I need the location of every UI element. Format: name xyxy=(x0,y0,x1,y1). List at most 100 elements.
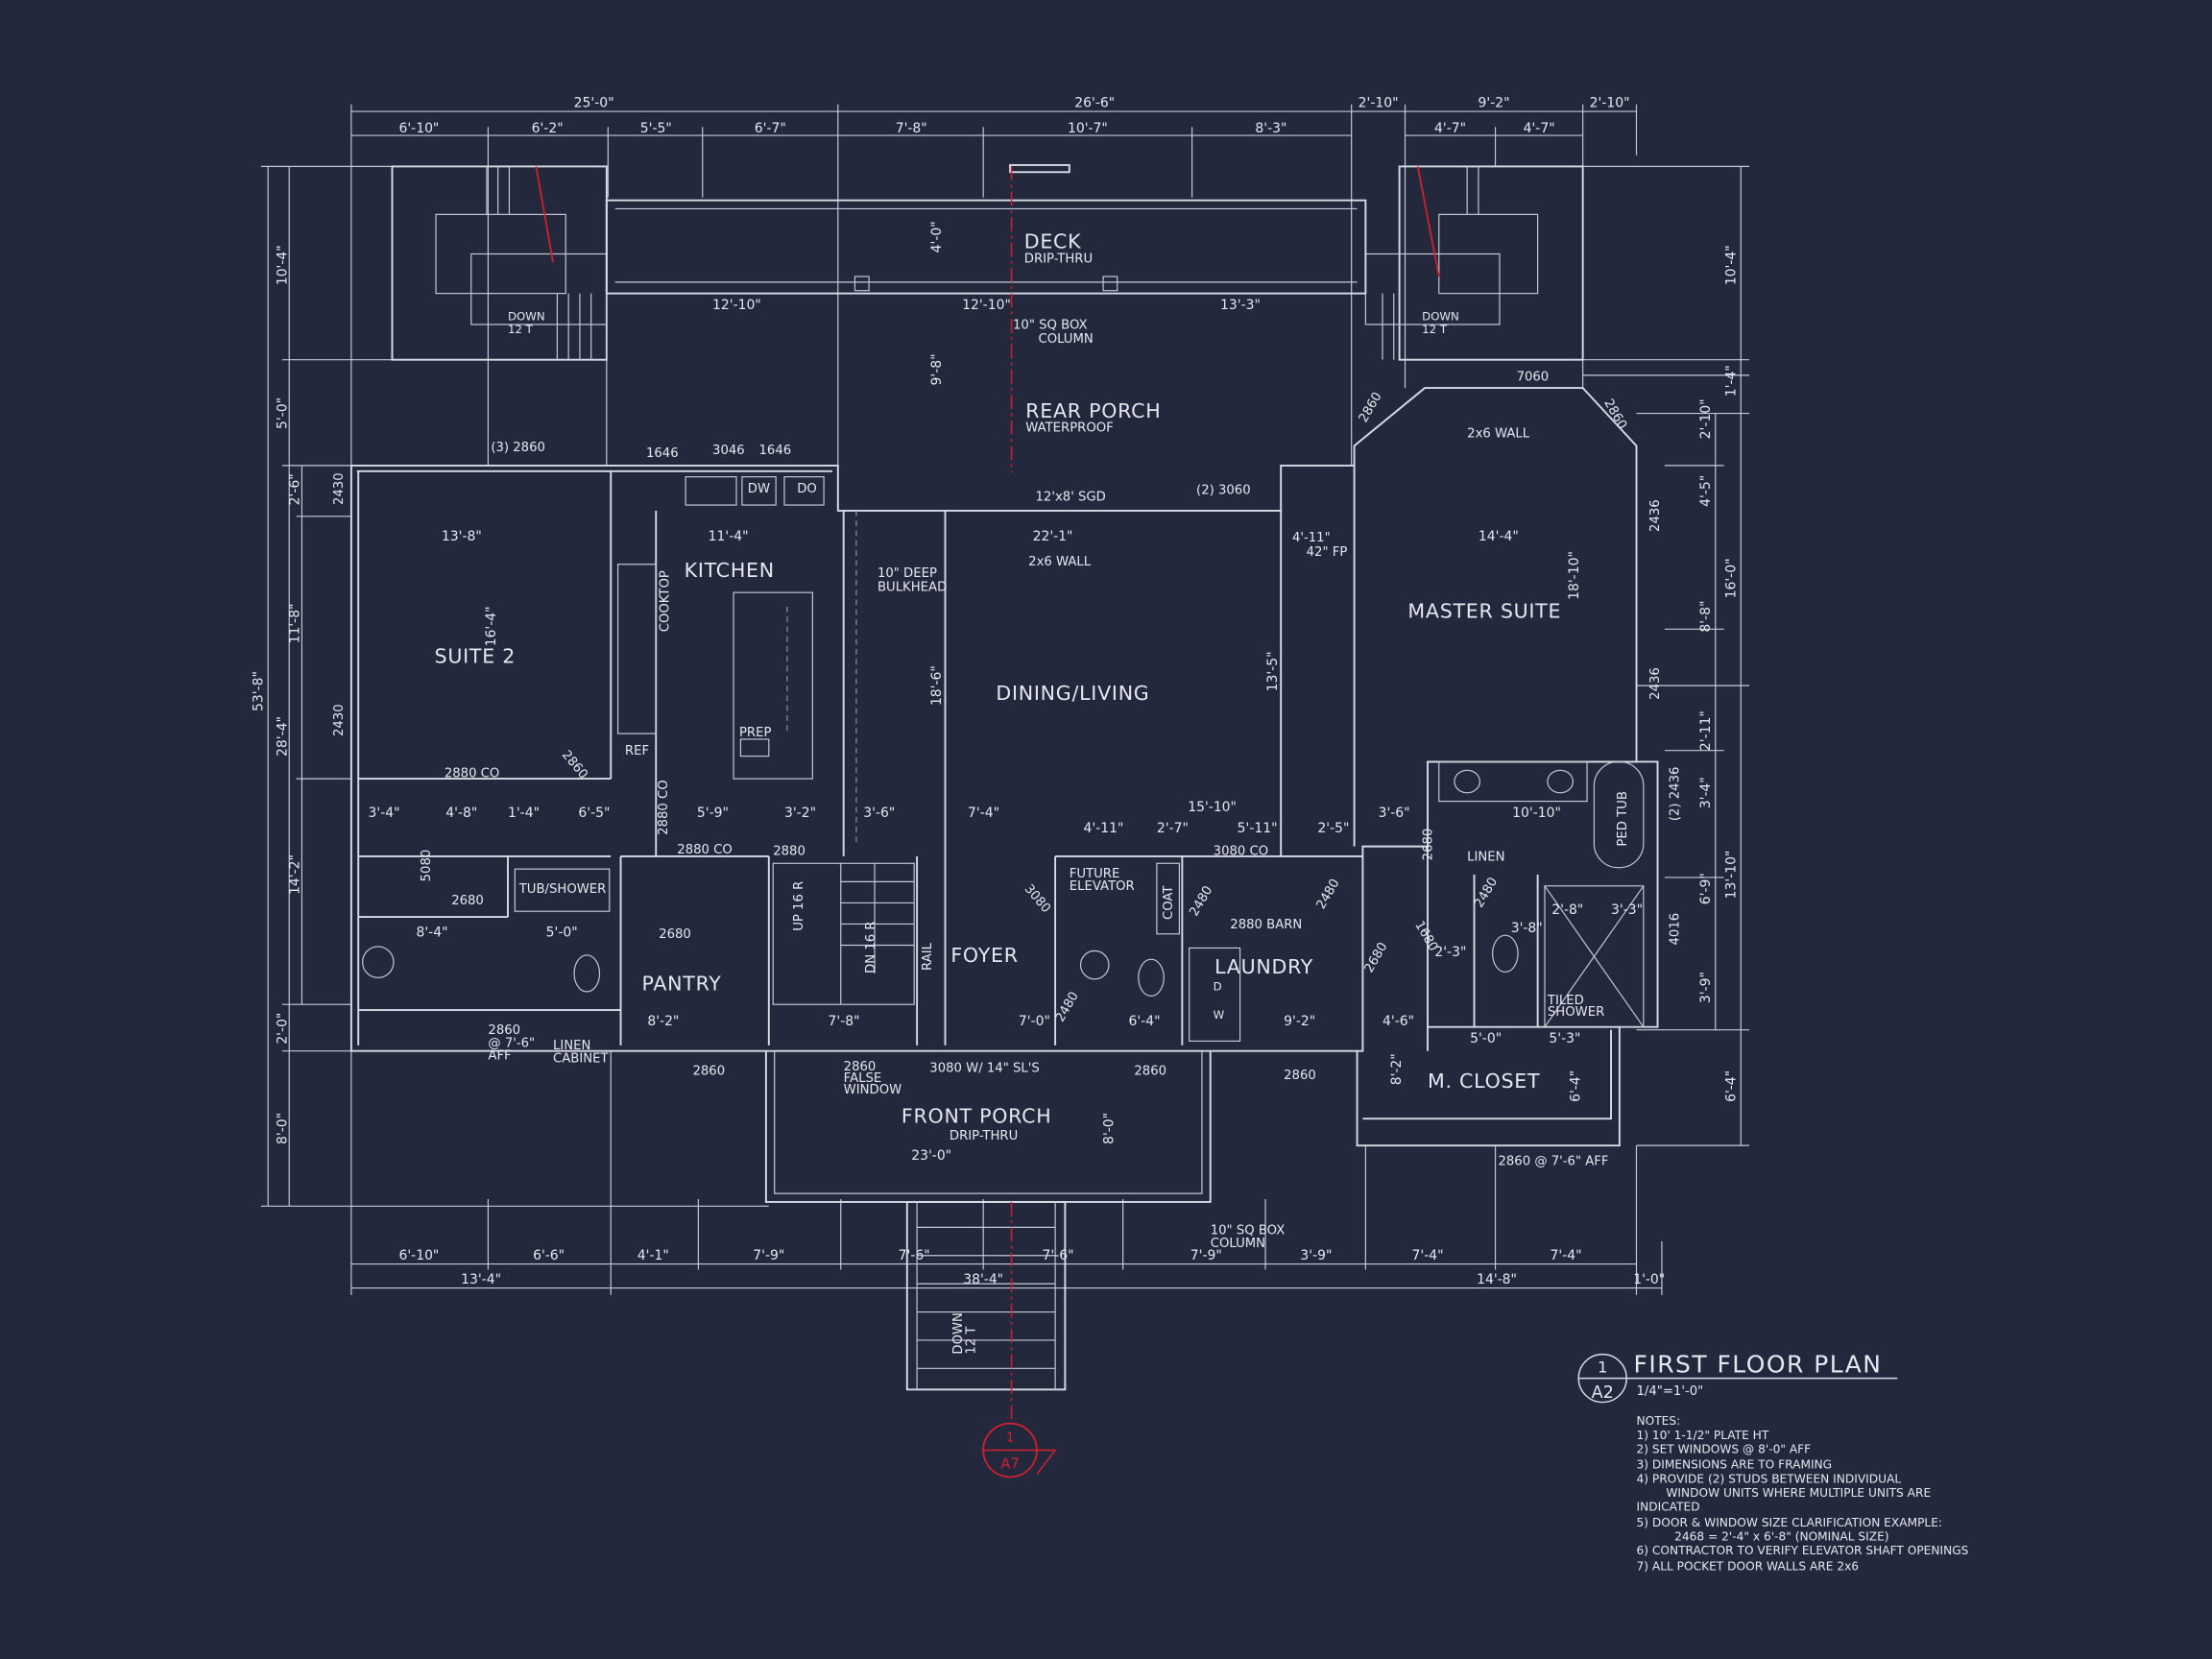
dim-label: 4'-8" xyxy=(445,805,477,821)
stair-treads-label: 12 T xyxy=(1422,323,1448,336)
note-item: INDICATED xyxy=(1636,1501,1699,1514)
dim-label: 22'-1" xyxy=(1033,529,1073,544)
dim-label: 8'-2" xyxy=(647,1014,679,1029)
section-number: 1 xyxy=(1006,1431,1014,1446)
dim-label: 3'-4" xyxy=(369,805,400,821)
door-tag: 2880 CO xyxy=(677,843,732,857)
left-dimensions: 53'-8" 10'-4" 5'-0" 28'-4" 2'-0" 8'-0" 2… xyxy=(251,165,769,1207)
dim-label: 11'-4" xyxy=(709,529,749,544)
dim-label: 4'-1" xyxy=(637,1248,669,1263)
dryer-label: D xyxy=(1214,980,1222,994)
door-tag: 12'x8' SGD xyxy=(1036,491,1106,505)
dim-label: 8'-4" xyxy=(416,926,447,941)
dim-label: 12'-10" xyxy=(962,298,1011,313)
dim-label: 3'-6" xyxy=(863,805,895,821)
bulkhead-note: 10" DEEP xyxy=(878,566,937,581)
window-tag: 1646 xyxy=(759,444,792,458)
dim-label: 7'-4" xyxy=(1551,1248,1582,1263)
door-tag: 2880 xyxy=(773,844,805,858)
note-item: 1) 10' 1-1/2" PLATE HT xyxy=(1636,1429,1768,1442)
dim-label: 8'-3" xyxy=(1255,121,1286,136)
door-tag: 3080 CO xyxy=(1214,844,1268,858)
note-item: 7) ALL POCKET DOOR WALLS ARE 2x6 xyxy=(1636,1559,1859,1573)
window-tag: 2436 xyxy=(1648,499,1663,532)
dim-label: 9'-2" xyxy=(1284,1014,1315,1029)
rear-stairs-right: DOWN 12 T xyxy=(1364,165,1584,361)
dim-label: 5'-5" xyxy=(640,121,672,136)
door-tag: 2880 CO xyxy=(657,780,671,834)
dim-label: 2'-11" xyxy=(1698,710,1714,751)
tub-shower-label: TUB/SHOWER xyxy=(518,882,607,897)
room-pantry: PANTRY xyxy=(642,973,722,996)
room-suite-2: SUITE 2 xyxy=(435,645,516,668)
dim-label: 6'-6" xyxy=(533,1248,565,1263)
dim-label: 3'-9" xyxy=(1300,1248,1332,1263)
dim-label: 7'-4" xyxy=(1412,1248,1444,1263)
linen-label: LINEN xyxy=(1467,850,1504,864)
dim-label: 4'-7" xyxy=(1434,121,1466,136)
dim-label: 3'-3" xyxy=(1611,902,1643,918)
dim-label: 10'-4" xyxy=(1723,245,1739,285)
window-tag: 4016 xyxy=(1669,913,1683,946)
shower-label: SHOWER xyxy=(1548,1005,1604,1020)
window-tag: (2) 3060 xyxy=(1196,483,1251,497)
room-rear-porch: REAR PORCH xyxy=(1025,399,1161,422)
fireplace-dim: 4'-11" xyxy=(1292,531,1331,545)
room-deck-sub: DRIP-THRU xyxy=(1024,252,1093,266)
dim-label: 5'-3" xyxy=(1549,1031,1580,1046)
dim-label: 14'-4" xyxy=(1479,529,1519,544)
dim-label: 14'-2" xyxy=(288,854,303,895)
prep-sink-label: PREP xyxy=(739,726,772,740)
window-tag: 2860 xyxy=(488,1023,520,1038)
dim-label: 13'-3" xyxy=(1220,298,1261,313)
note-item: 3) DIMENSIONS ARE TO FRAMING xyxy=(1636,1458,1832,1472)
wall-note: 2x6 WALL xyxy=(1467,427,1530,442)
room-kitchen: KITCHEN xyxy=(685,559,775,582)
window-tag: (3) 2860 xyxy=(491,441,545,455)
dim-label: 8'-8" xyxy=(1698,601,1714,633)
title-block: 1 A2 FIRST FLOOR PLAN 1/4"=1'-0" NOTES: … xyxy=(1577,1351,1969,1573)
window-tag: 1646 xyxy=(646,446,679,461)
dim-label: 16'-4" xyxy=(484,606,499,646)
interior-walls xyxy=(358,465,1620,1051)
dim-label: 6'-4" xyxy=(1723,1070,1739,1102)
dim-label: 6'-4" xyxy=(1129,1014,1161,1029)
dim-label: 7'-0" xyxy=(1019,1014,1050,1029)
dim-label: 10'-4" xyxy=(275,245,290,285)
coat-closet-label: COAT xyxy=(1162,885,1176,920)
dim-label: 7'-4" xyxy=(968,805,999,821)
double-oven-label: DO xyxy=(797,482,817,496)
stair-down-label: DOWN xyxy=(951,1312,966,1355)
dim-label: 53'-8" xyxy=(251,671,266,711)
door-tag: 2880 CO xyxy=(445,767,499,781)
linen-label: LINEN xyxy=(553,1039,590,1053)
drawing-title: FIRST FLOOR PLAN xyxy=(1634,1351,1883,1379)
note-item: 2468 = 2'-4" x 6'-8" (NOMINAL SIZE) xyxy=(1674,1530,1888,1544)
stair-down-label: DOWN xyxy=(1422,310,1459,324)
window-tag: WINDOW xyxy=(844,1083,902,1097)
column-note: COLUMN xyxy=(1211,1237,1265,1251)
dim-label: 4'-0" xyxy=(929,221,945,252)
dim-label: 3'-9" xyxy=(1698,972,1714,1003)
elevator-label: ELEVATOR xyxy=(1070,879,1135,894)
dim-label: 18'-10" xyxy=(1567,551,1582,600)
note-item: 4) PROVIDE (2) STUDS BETWEEN INDIVIDUAL xyxy=(1636,1472,1901,1485)
dim-label: 9'-8" xyxy=(929,353,945,385)
dim-label: 6'-7" xyxy=(755,121,786,136)
dim-label: 3'-2" xyxy=(784,805,816,821)
window-tag: 3046 xyxy=(712,444,745,458)
shower-label: TILED xyxy=(1547,994,1584,1008)
dim-label: 1'-4" xyxy=(1723,365,1739,397)
door-tag: 2680 xyxy=(659,927,691,942)
dim-label: 11'-8" xyxy=(288,604,303,644)
dim-label: 1'-4" xyxy=(508,805,540,821)
dim-label: 10'-10" xyxy=(1512,805,1561,821)
dim-label: 23'-0" xyxy=(911,1148,951,1164)
window-tag: 2430 xyxy=(332,704,347,736)
window-tag: 2860 @ 7'-6" AFF xyxy=(1498,1155,1608,1169)
dim-label: 7'-8" xyxy=(896,121,927,136)
fireplace-label: 42" FP xyxy=(1307,545,1348,560)
cabinet-label: CABINET xyxy=(553,1051,609,1066)
detail-number: 1 xyxy=(1598,1358,1607,1377)
dim-label: 2'-10" xyxy=(1358,96,1399,111)
